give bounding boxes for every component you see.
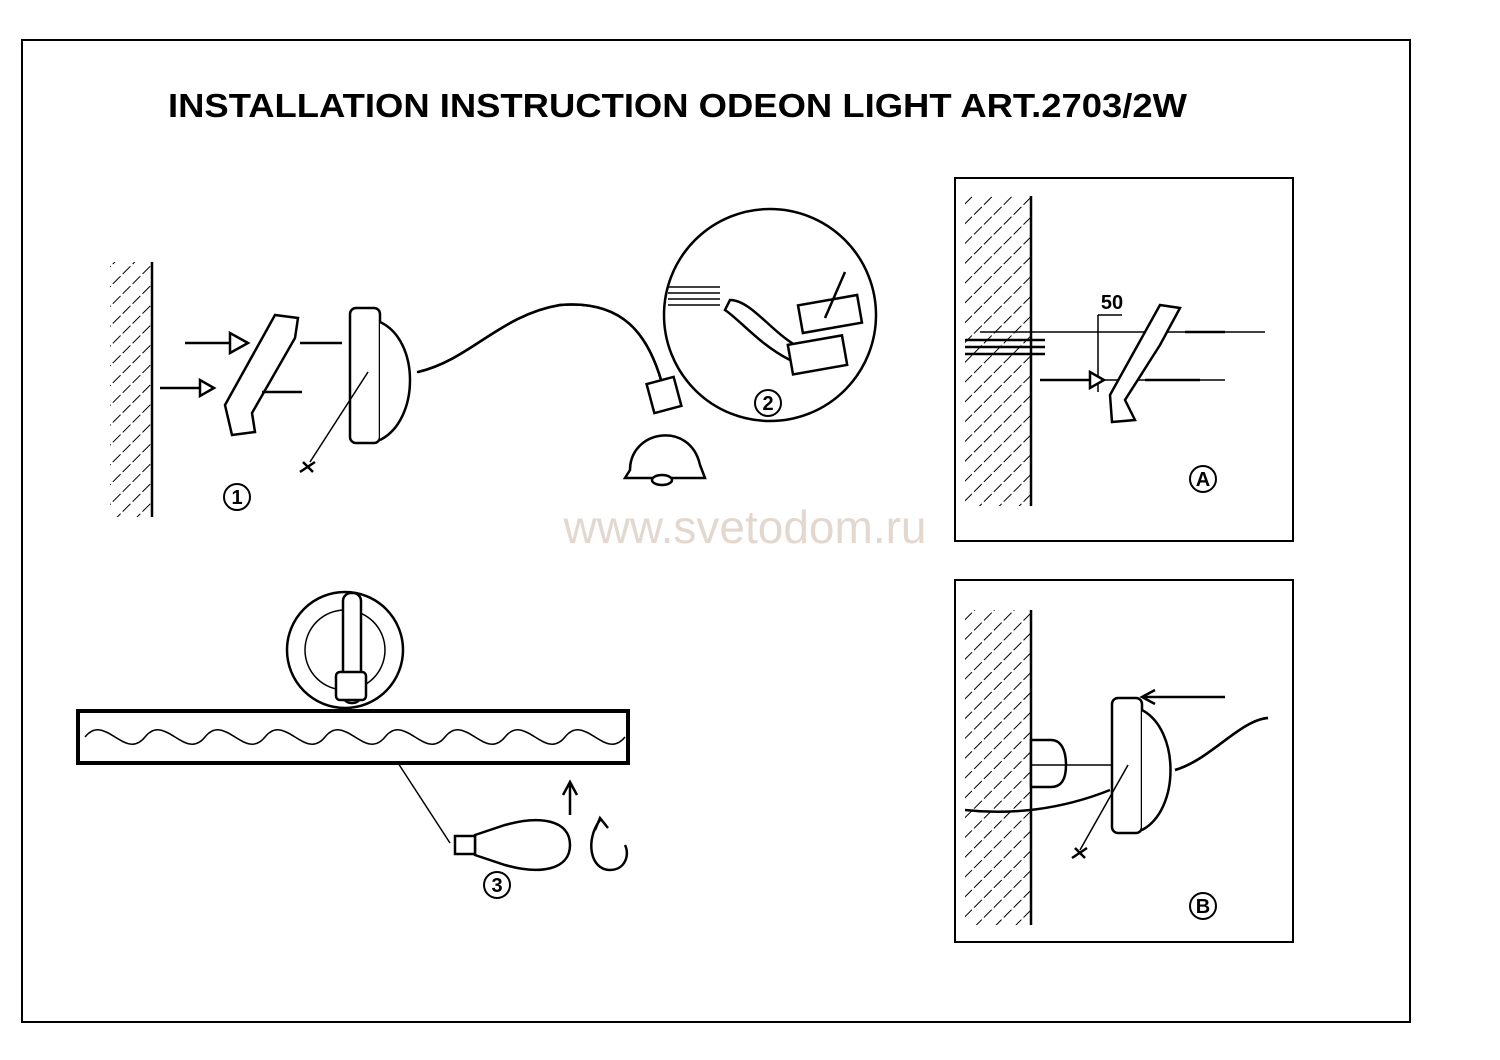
detail-b: B (954, 579, 1294, 943)
detail-a-label: A (1196, 469, 1210, 491)
wall-plug (160, 330, 251, 399)
step2-wiring-detail: 2 (662, 207, 878, 423)
decorative-bar (76, 709, 630, 765)
detail-a-badge (1189, 465, 1217, 493)
step1-number: 1 (231, 487, 242, 509)
rotate-arrow-icon (590, 815, 629, 872)
wall-hatch (110, 262, 152, 517)
step1-wall-mount: 1 (110, 262, 707, 517)
arrow-left-icon (1139, 688, 1225, 706)
terminal-block (796, 293, 864, 335)
dimension-50: 50 (1101, 292, 1123, 314)
step1-badge (223, 483, 251, 511)
ornament-cap (379, 320, 412, 442)
watermark: www.svetodom.ru (562, 501, 926, 553)
detail-b-badge (1189, 892, 1217, 920)
step3-number: 3 (491, 875, 502, 897)
step3-badge (483, 871, 511, 899)
page-title: INSTALLATION INSTRUCTION ODEON LIGHT ART… (168, 87, 1188, 124)
lamp-shade (622, 434, 707, 480)
arm-joint (645, 375, 683, 415)
screw (262, 341, 342, 394)
step2-number: 2 (762, 393, 773, 415)
flexible-arm (416, 303, 667, 397)
step3-bulb-install: 3 (76, 590, 630, 899)
detail-a: 50 A (954, 177, 1294, 542)
bulb (473, 818, 572, 872)
screw-small (299, 460, 316, 474)
step2-badge (754, 389, 782, 417)
mounting-bracket (223, 313, 300, 437)
screwdriver-icon (823, 271, 847, 319)
page-border (21, 39, 1411, 1023)
detail-b-label: B (1196, 896, 1210, 918)
arrow-up-icon (561, 779, 579, 815)
